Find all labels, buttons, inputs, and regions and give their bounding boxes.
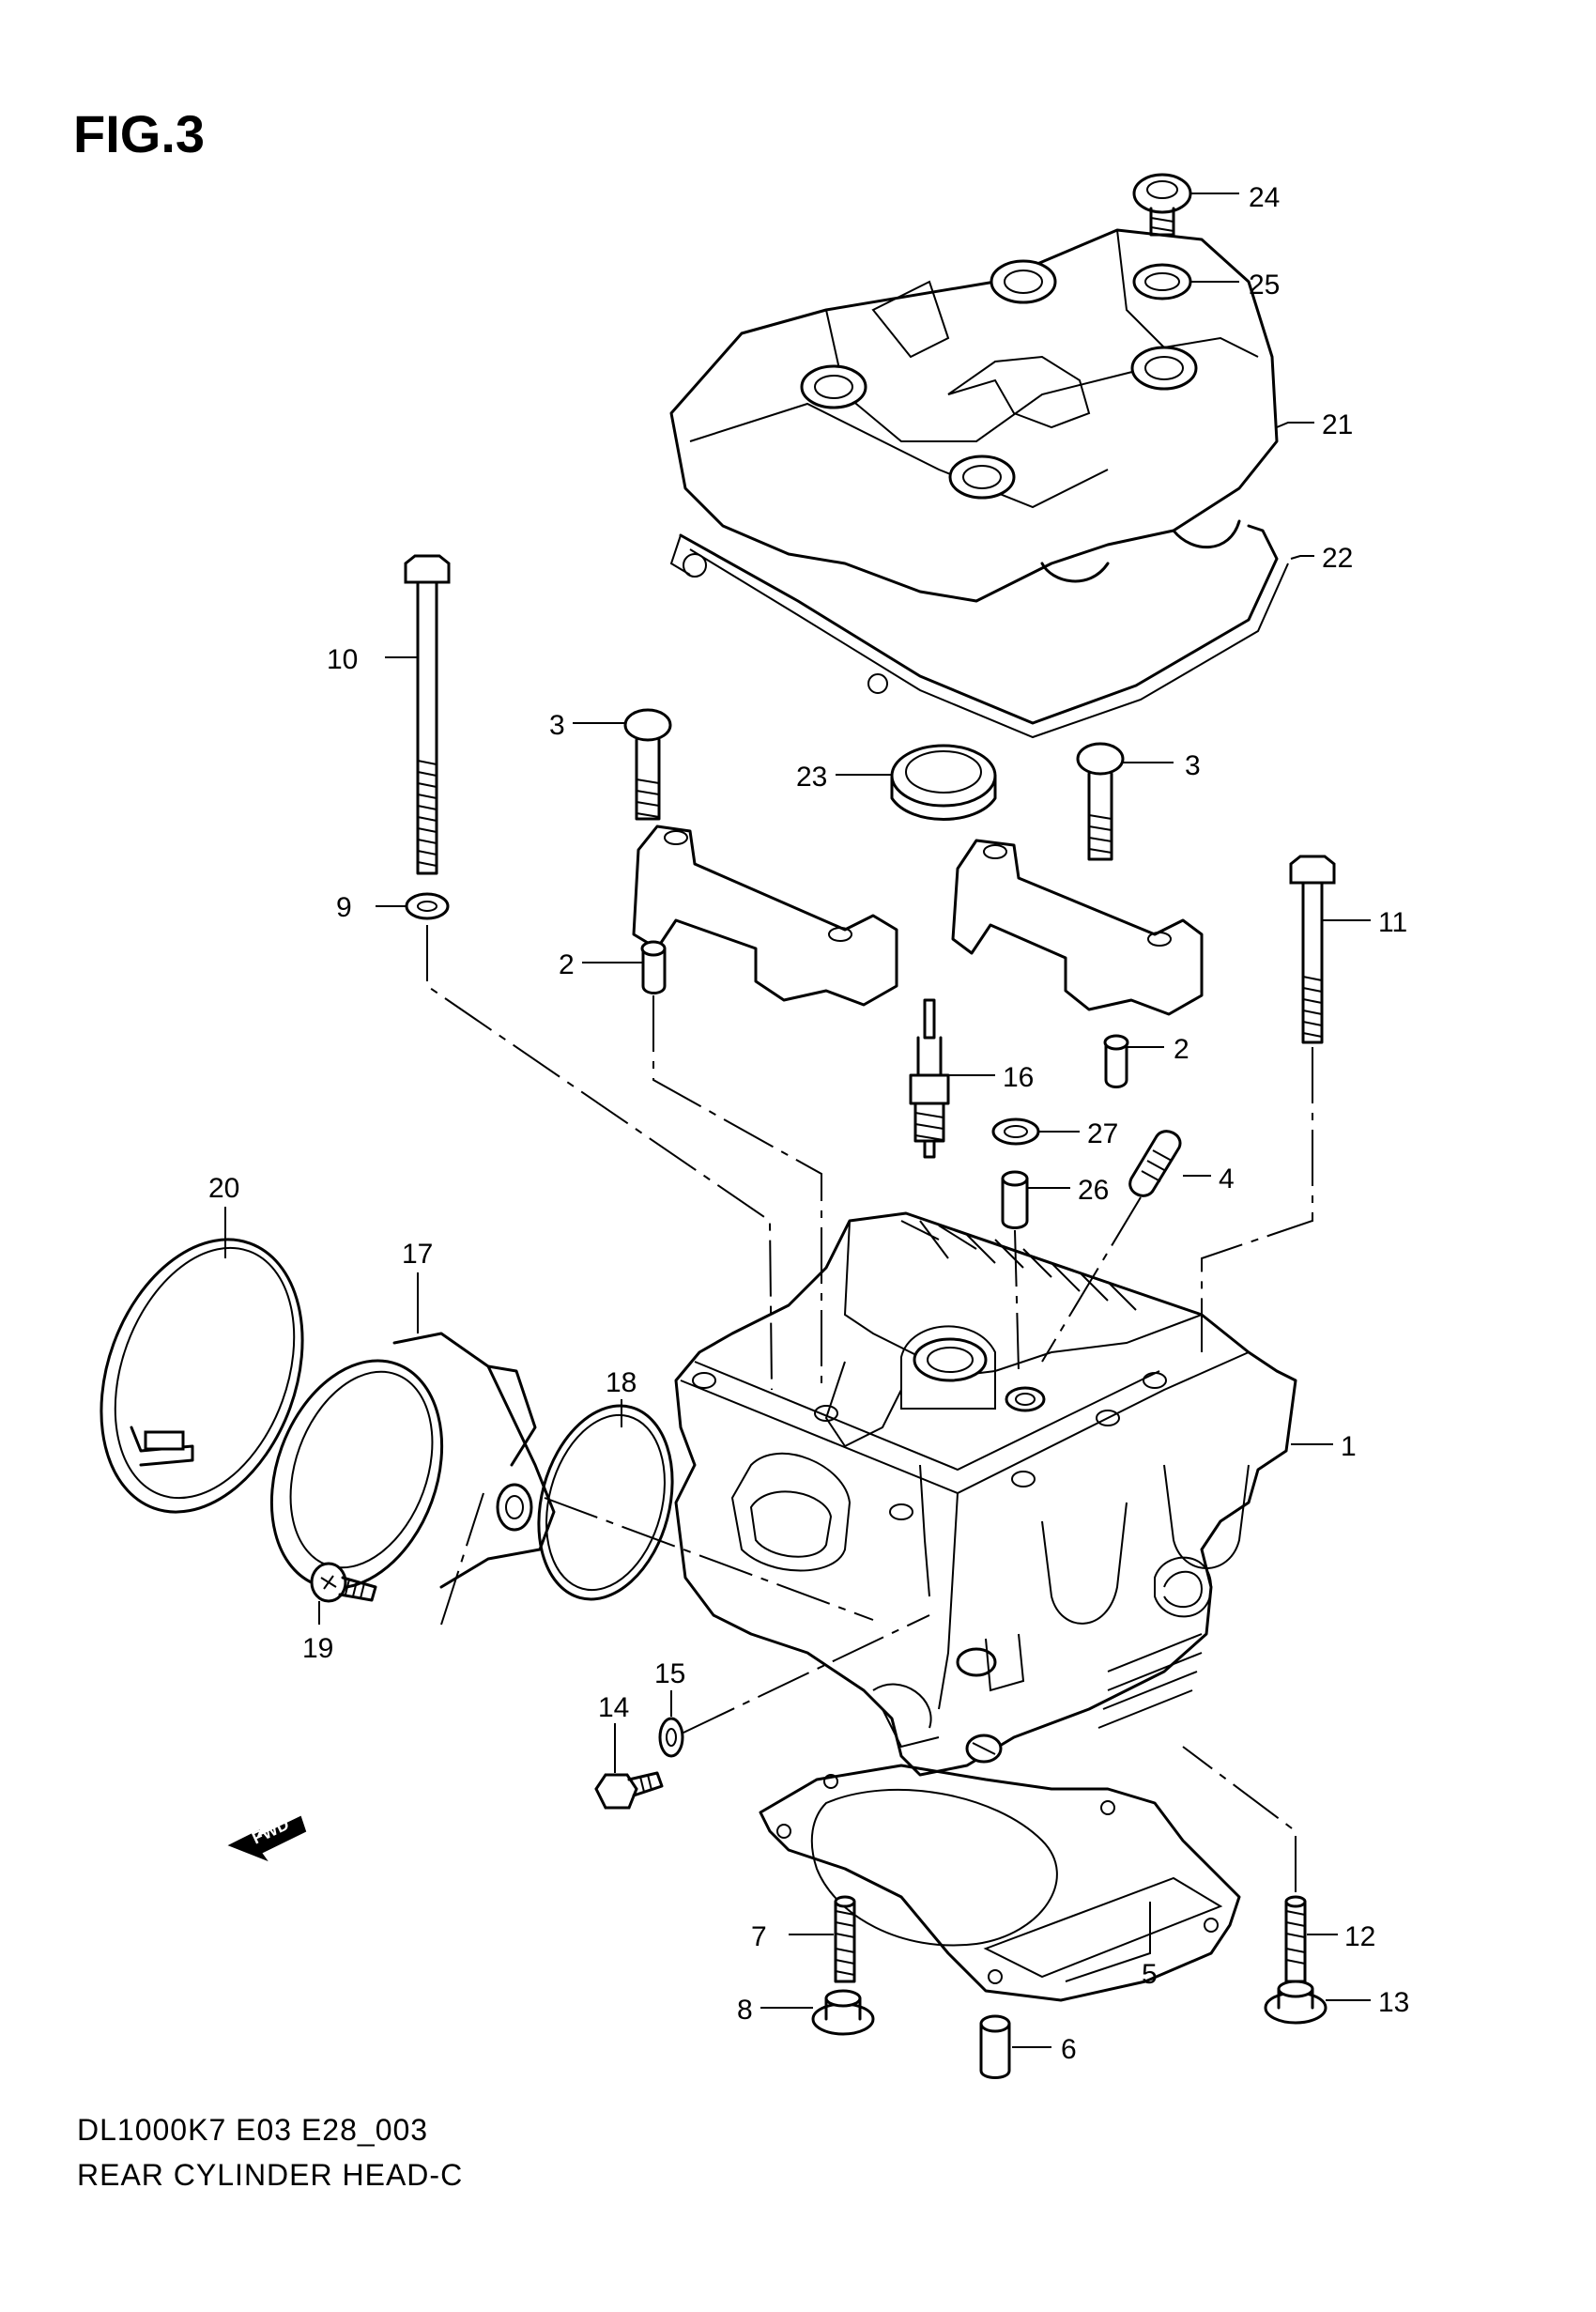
intake-clamp-band bbox=[100, 1238, 304, 1514]
forward-direction-arrow: FWD bbox=[227, 1814, 307, 1862]
dowel-pin-6 bbox=[979, 2014, 1011, 2079]
callout-11: 11 bbox=[1378, 907, 1407, 938]
callout-labels: 24 25 21 22 10 3 3 23 9 11 2 2 16 27 26 … bbox=[208, 182, 1409, 2065]
callout-14: 14 bbox=[598, 1692, 629, 1723]
dowel-pin-left bbox=[640, 940, 667, 994]
callout-3-right: 3 bbox=[1185, 750, 1201, 781]
callout-17: 17 bbox=[402, 1239, 433, 1270]
callout-12: 12 bbox=[1344, 1921, 1375, 1952]
cylinder-head-cover bbox=[669, 228, 1279, 603]
callout-2-right: 2 bbox=[1174, 1034, 1189, 1065]
callout-9: 9 bbox=[336, 892, 352, 923]
washer-9 bbox=[405, 892, 450, 920]
callout-7: 7 bbox=[751, 1921, 767, 1952]
callout-24: 24 bbox=[1249, 182, 1280, 213]
callout-10: 10 bbox=[327, 644, 358, 675]
callout-8: 8 bbox=[737, 1995, 753, 2026]
callout-23: 23 bbox=[796, 762, 827, 793]
spark-plug bbox=[909, 998, 950, 1159]
diagram-name: REAR CYLINDER HEAD-C bbox=[77, 2158, 464, 2192]
flange-nut-13 bbox=[1264, 1980, 1327, 2025]
callout-26: 26 bbox=[1078, 1175, 1109, 1206]
bolt-14 bbox=[594, 1771, 664, 1810]
callout-13: 13 bbox=[1378, 1987, 1409, 2018]
callout-27: 27 bbox=[1087, 1118, 1118, 1149]
long-bolt-10 bbox=[404, 554, 451, 875]
callout-5: 5 bbox=[1142, 1959, 1158, 1990]
rear-cylinder-head bbox=[674, 1211, 1297, 1777]
o-ring bbox=[537, 1404, 674, 1601]
stud-bolt-12 bbox=[1284, 1895, 1307, 1983]
callout-6: 6 bbox=[1061, 2034, 1077, 2065]
callout-15: 15 bbox=[654, 1658, 685, 1689]
camshaft-journal-holder-left bbox=[632, 825, 898, 1007]
model-code: DL1000K7 E03 E28_003 bbox=[77, 2113, 429, 2147]
holder-bolt-right bbox=[1076, 742, 1125, 861]
camshaft-journal-holder-right bbox=[951, 839, 1204, 1016]
tube-ring-seal bbox=[890, 744, 997, 821]
callout-4: 4 bbox=[1219, 1164, 1235, 1195]
assembly-lines bbox=[426, 925, 1313, 1892]
long-bolt-11 bbox=[1289, 855, 1336, 1044]
callout-20: 20 bbox=[208, 1173, 239, 1204]
dowel-pin-26 bbox=[1001, 1170, 1029, 1229]
flange-nut-8 bbox=[811, 1989, 875, 2036]
callout-21: 21 bbox=[1322, 409, 1353, 440]
cover-bolt bbox=[1132, 173, 1192, 237]
cylinder-head-cover-gasket bbox=[669, 524, 1289, 739]
callout-18: 18 bbox=[606, 1367, 637, 1398]
callout-25: 25 bbox=[1249, 270, 1280, 301]
washer-15 bbox=[658, 1717, 684, 1758]
callout-3-left: 3 bbox=[549, 710, 565, 741]
callout-22: 22 bbox=[1322, 543, 1353, 574]
figure-title: FIG.3 bbox=[73, 104, 206, 163]
screw-19 bbox=[310, 1562, 377, 1603]
intake-pipe bbox=[269, 1332, 556, 1590]
callout-2-left: 2 bbox=[559, 949, 575, 980]
callout-16: 16 bbox=[1003, 1062, 1034, 1093]
stud-4 bbox=[1128, 1130, 1182, 1197]
callout-19: 19 bbox=[302, 1633, 333, 1664]
stud-bolt-7 bbox=[834, 1895, 856, 1983]
callout-1: 1 bbox=[1341, 1431, 1357, 1462]
leader-lines bbox=[224, 193, 1371, 2048]
cylinder-head-gasket bbox=[759, 1764, 1241, 2002]
dowel-pin-right bbox=[1103, 1034, 1129, 1088]
holder-bolt-left bbox=[623, 708, 672, 821]
cover-washer bbox=[1132, 263, 1192, 301]
gasket-washer-27 bbox=[991, 1117, 1040, 1146]
